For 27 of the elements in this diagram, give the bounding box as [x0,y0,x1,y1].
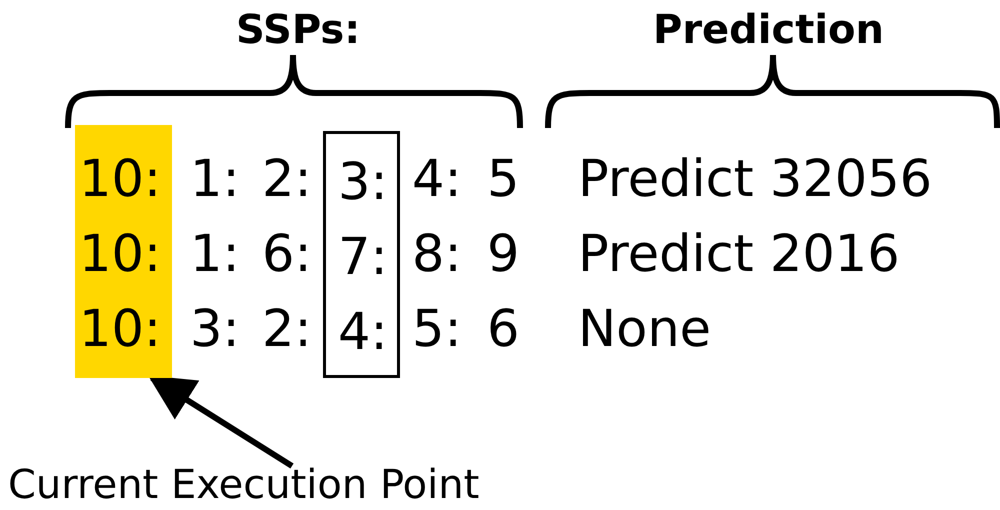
cell-text: 8: [412,225,462,285]
heading-text: SSPs: [236,8,360,52]
cell-text: 6: [262,225,312,285]
code-text: 7: [338,228,388,288]
code-text: 4: [338,303,388,363]
cell-text: 1: [190,150,240,210]
cell-text: 1: [190,225,240,285]
cell-text: 4: [412,150,462,210]
caption-text: Current Execution Point [8,462,480,508]
code-text: 10: [79,225,162,285]
cell-text: 3: [190,300,240,360]
arrow [148,375,294,469]
cell-text: 5: [412,300,462,360]
code-text: 10: [79,150,162,210]
heading-text: Prediction [653,8,884,52]
boxed-column [323,131,400,378]
cell-text: 2: [262,300,312,360]
code-text: 10: [79,300,162,360]
cell-text: 2: [262,150,312,210]
highlight-column [75,125,172,378]
cell-text: Predict 2016 [578,225,900,285]
cell-text: 6 [487,300,520,360]
cell-text: Predict 32056 [578,150,932,210]
cell-text: None [578,300,712,360]
cell-text: 5 [487,150,520,210]
code-text: 3: [338,153,388,213]
cell-text: 9 [487,225,520,285]
